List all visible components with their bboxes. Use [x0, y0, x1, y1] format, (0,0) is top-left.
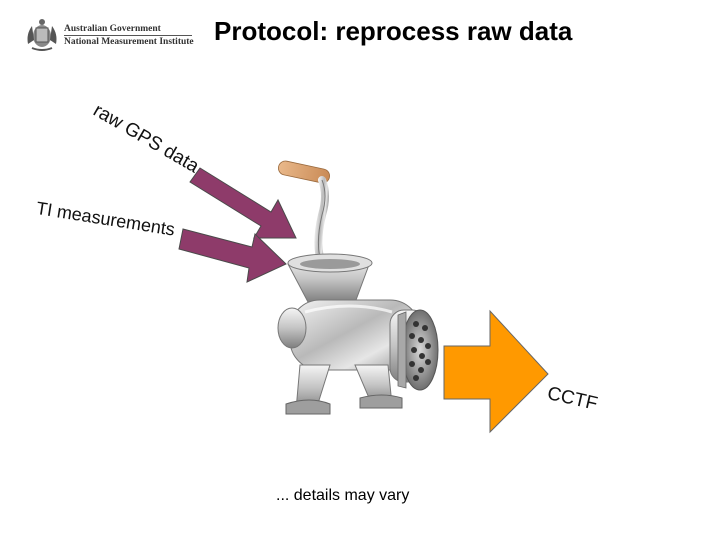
input-arrow-gps [189, 167, 297, 239]
nmi-logo: Australian Government National Measureme… [22, 14, 194, 54]
logo-divider [64, 35, 192, 36]
logo-line-2: National Measurement Institute [64, 37, 194, 47]
meat-grinder-icon [277, 160, 439, 415]
coat-of-arms-icon [27, 19, 57, 51]
input-arrow-ti [178, 228, 287, 283]
caption: ... details may vary [276, 487, 410, 504]
logo-line-1: Australian Government [64, 24, 161, 34]
output-arrow-cctf [443, 309, 549, 434]
slide-title: Protocol: reprocess raw data [214, 16, 573, 46]
